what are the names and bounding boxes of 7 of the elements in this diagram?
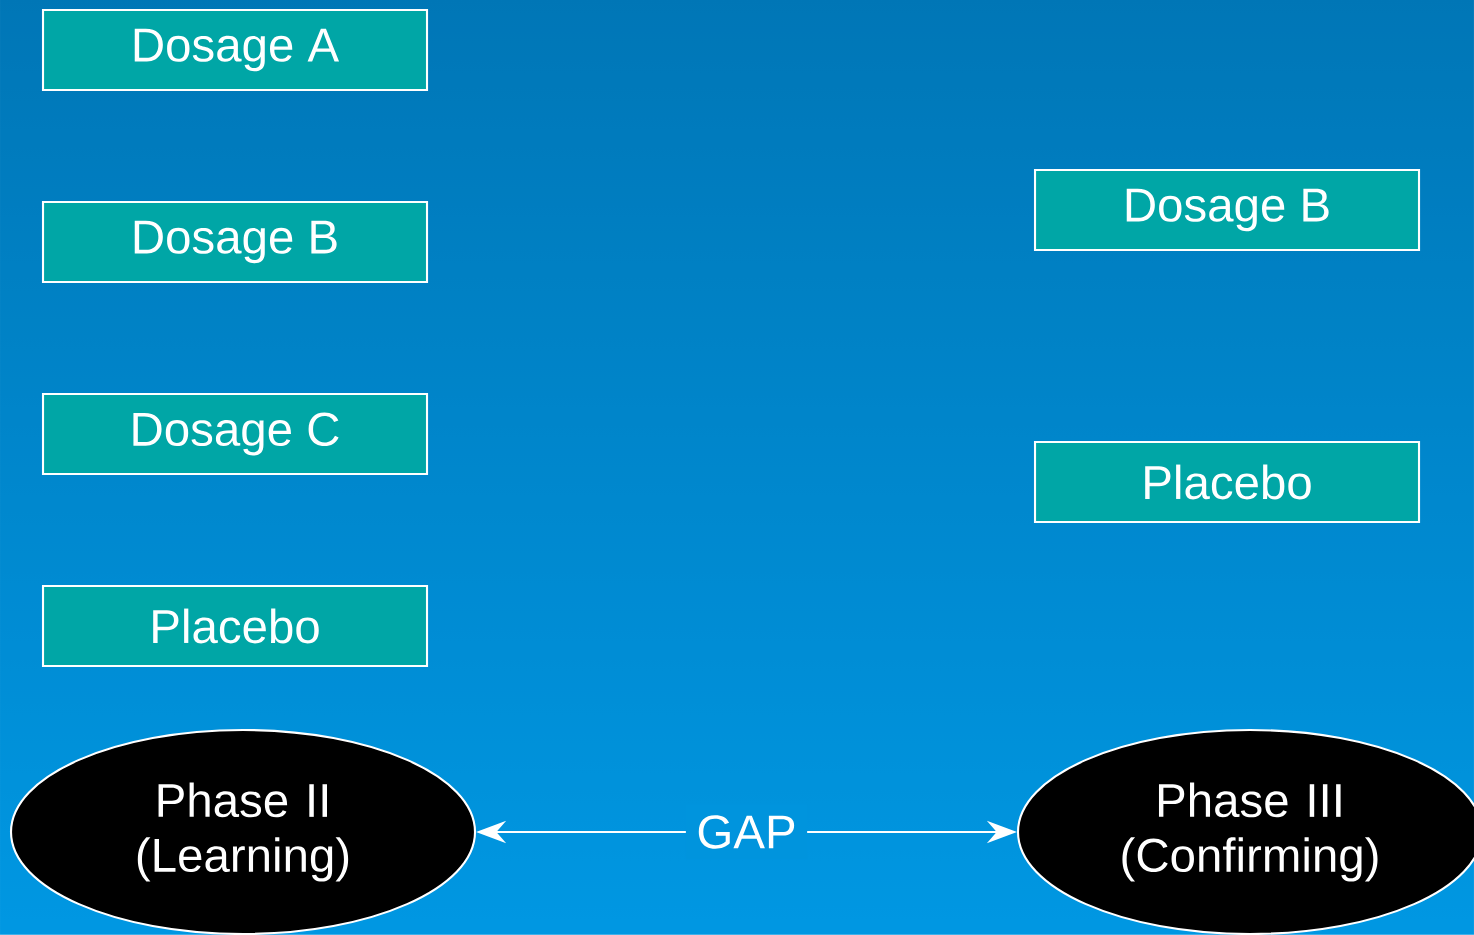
dosage-box: Placebo [41, 584, 429, 668]
dosage-box: Placebo [1033, 440, 1421, 524]
dosage-box: Dosage B [1033, 168, 1421, 252]
dosage-box: Dosage C [41, 392, 429, 476]
dosage-box: Dosage A [41, 8, 429, 92]
edge-label: GAP [685, 804, 808, 860]
dosage-box: Dosage B [41, 200, 429, 284]
